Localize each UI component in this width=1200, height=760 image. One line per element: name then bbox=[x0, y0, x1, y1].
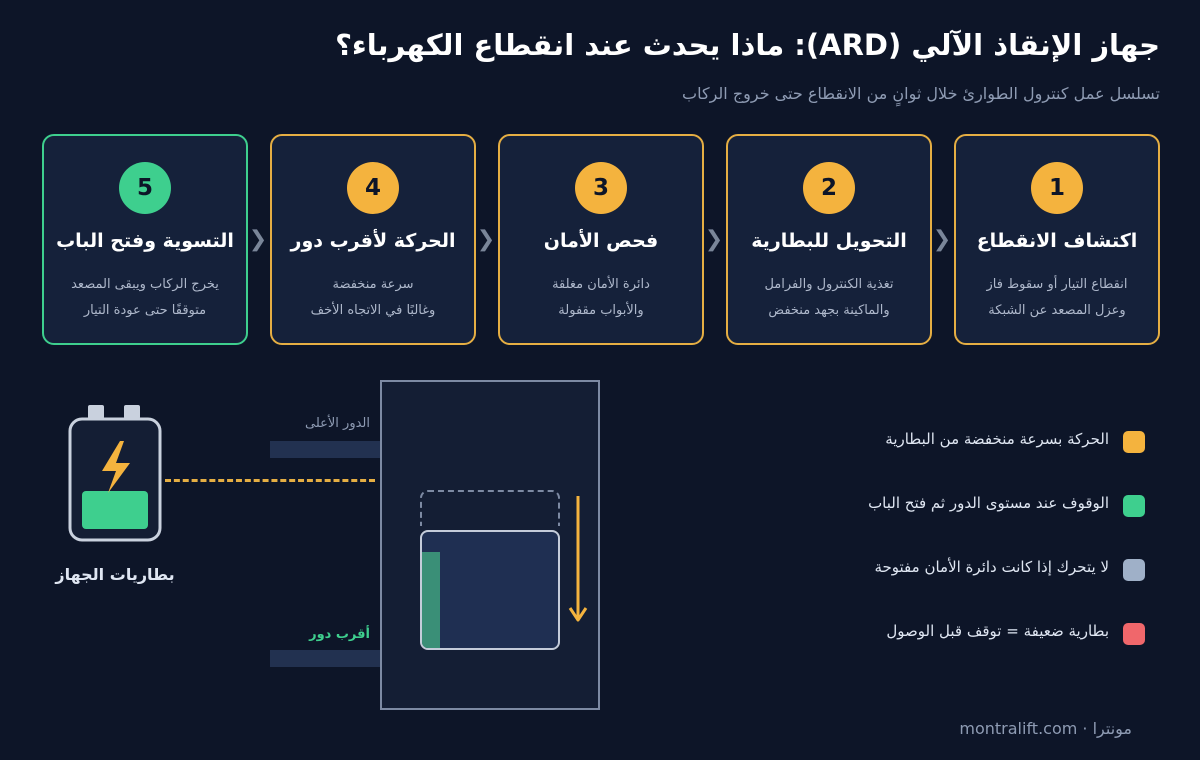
step-number-badge: 1 bbox=[1031, 162, 1083, 214]
legend-swatch bbox=[1123, 495, 1145, 517]
step-description: انقطاع التيار أو سقوط فاز وعزل المصعد عن… bbox=[986, 277, 1128, 318]
arrow-left-icon: ❮ bbox=[248, 227, 268, 252]
page-subtitle: تسلسل عمل كنترول الطوارئ خلال ثوانٍ من ا… bbox=[682, 84, 1160, 103]
footer-domain[interactable]: montralift.com bbox=[959, 719, 1078, 738]
legend-item: الوقوف عند مستوى الدور ثم فتح الباب bbox=[815, 492, 1145, 556]
step-description: دائرة الأمان مغلقة والأبواب مقفولة bbox=[552, 277, 650, 318]
arrow-left-icon: ❮ bbox=[704, 227, 724, 252]
legend-swatch bbox=[1123, 623, 1145, 645]
step-description: سرعة منخفضة وغالبًا في الاتجاه الأخف bbox=[310, 277, 436, 318]
step-card-level-open-door: 5 التسوية وفتح الباب يخرج الركاب ويبقى ا… bbox=[42, 134, 248, 345]
arrow-left-icon: ❮ bbox=[932, 227, 952, 252]
step-title: التحويل للبطارية bbox=[751, 230, 907, 252]
step-card-safety-check: 3 فحص الأمان دائرة الأمان مغلقة والأبواب… bbox=[498, 134, 704, 345]
arrow-left-icon: ❮ bbox=[476, 227, 496, 252]
step-title: فحص الأمان bbox=[543, 230, 659, 252]
top-floor-label: الدور الأعلى bbox=[304, 416, 370, 431]
step-title: الحركة لأقرب دور bbox=[290, 230, 456, 252]
previous-car-position bbox=[420, 490, 560, 526]
footer-credit: مونترا · montralift.com bbox=[959, 719, 1132, 738]
legend-item: لا يتحرك إذا كانت دائرة الأمان مفتوحة bbox=[815, 556, 1145, 620]
step-card-switch-battery: 2 التحويل للبطارية تغذية الكنترول والفرا… bbox=[726, 134, 932, 345]
nearest-floor-label: أقرب دور bbox=[309, 627, 370, 642]
page-title: جهاز الإنقاذ الآلي (ARD): ماذا يحدث عند … bbox=[335, 28, 1160, 62]
nearest-floor-landing bbox=[270, 650, 380, 667]
battery-label: بطاريات الجهاز bbox=[55, 565, 175, 584]
step-title: التسوية وفتح الباب bbox=[56, 230, 234, 252]
step-number-badge: 3 bbox=[575, 162, 627, 214]
top-floor-landing bbox=[270, 441, 380, 458]
arrow-down-icon bbox=[568, 496, 588, 622]
step-card-detect-outage: 1 اكتشاف الانقطاع انقطاع التيار أو سقوط … bbox=[954, 134, 1160, 345]
footer-brand: مونترا bbox=[1092, 719, 1132, 738]
legend-label: الحركة بسرعة منخفضة من البطارية bbox=[885, 430, 1109, 448]
step-number-badge: 5 bbox=[119, 162, 171, 214]
lightning-bolt-icon bbox=[102, 441, 130, 493]
legend-label: لا يتحرك إذا كانت دائرة الأمان مفتوحة bbox=[874, 558, 1109, 576]
step-number-badge: 4 bbox=[347, 162, 399, 214]
step-description: تغذية الكنترول والفرامل والماكينة بجهد م… bbox=[764, 277, 894, 318]
battery-icon bbox=[68, 405, 162, 542]
legend-swatch bbox=[1123, 559, 1145, 581]
legend-label: الوقوف عند مستوى الدور ثم فتح الباب bbox=[868, 494, 1109, 512]
legend-item: بطارية ضعيفة = توقف قبل الوصول bbox=[815, 620, 1145, 684]
elevator-car bbox=[420, 530, 560, 650]
car-door-opening bbox=[422, 552, 440, 648]
step-number-badge: 2 bbox=[803, 162, 855, 214]
step-title: اكتشاف الانقطاع bbox=[976, 230, 1138, 252]
step-card-move-nearest-floor: 4 الحركة لأقرب دور سرعة منخفضة وغالبًا ف… bbox=[270, 134, 476, 345]
legend-swatch bbox=[1123, 431, 1145, 453]
power-feed-line bbox=[165, 479, 375, 482]
legend: الحركة بسرعة منخفضة من البطارية الوقوف ع… bbox=[815, 428, 1145, 684]
legend-item: الحركة بسرعة منخفضة من البطارية bbox=[815, 428, 1145, 492]
step-description: يخرج الركاب ويبقى المصعد متوقفًا حتى عود… bbox=[71, 277, 219, 318]
legend-label: بطارية ضعيفة = توقف قبل الوصول bbox=[886, 622, 1109, 640]
footer-separator: · bbox=[1082, 719, 1088, 738]
